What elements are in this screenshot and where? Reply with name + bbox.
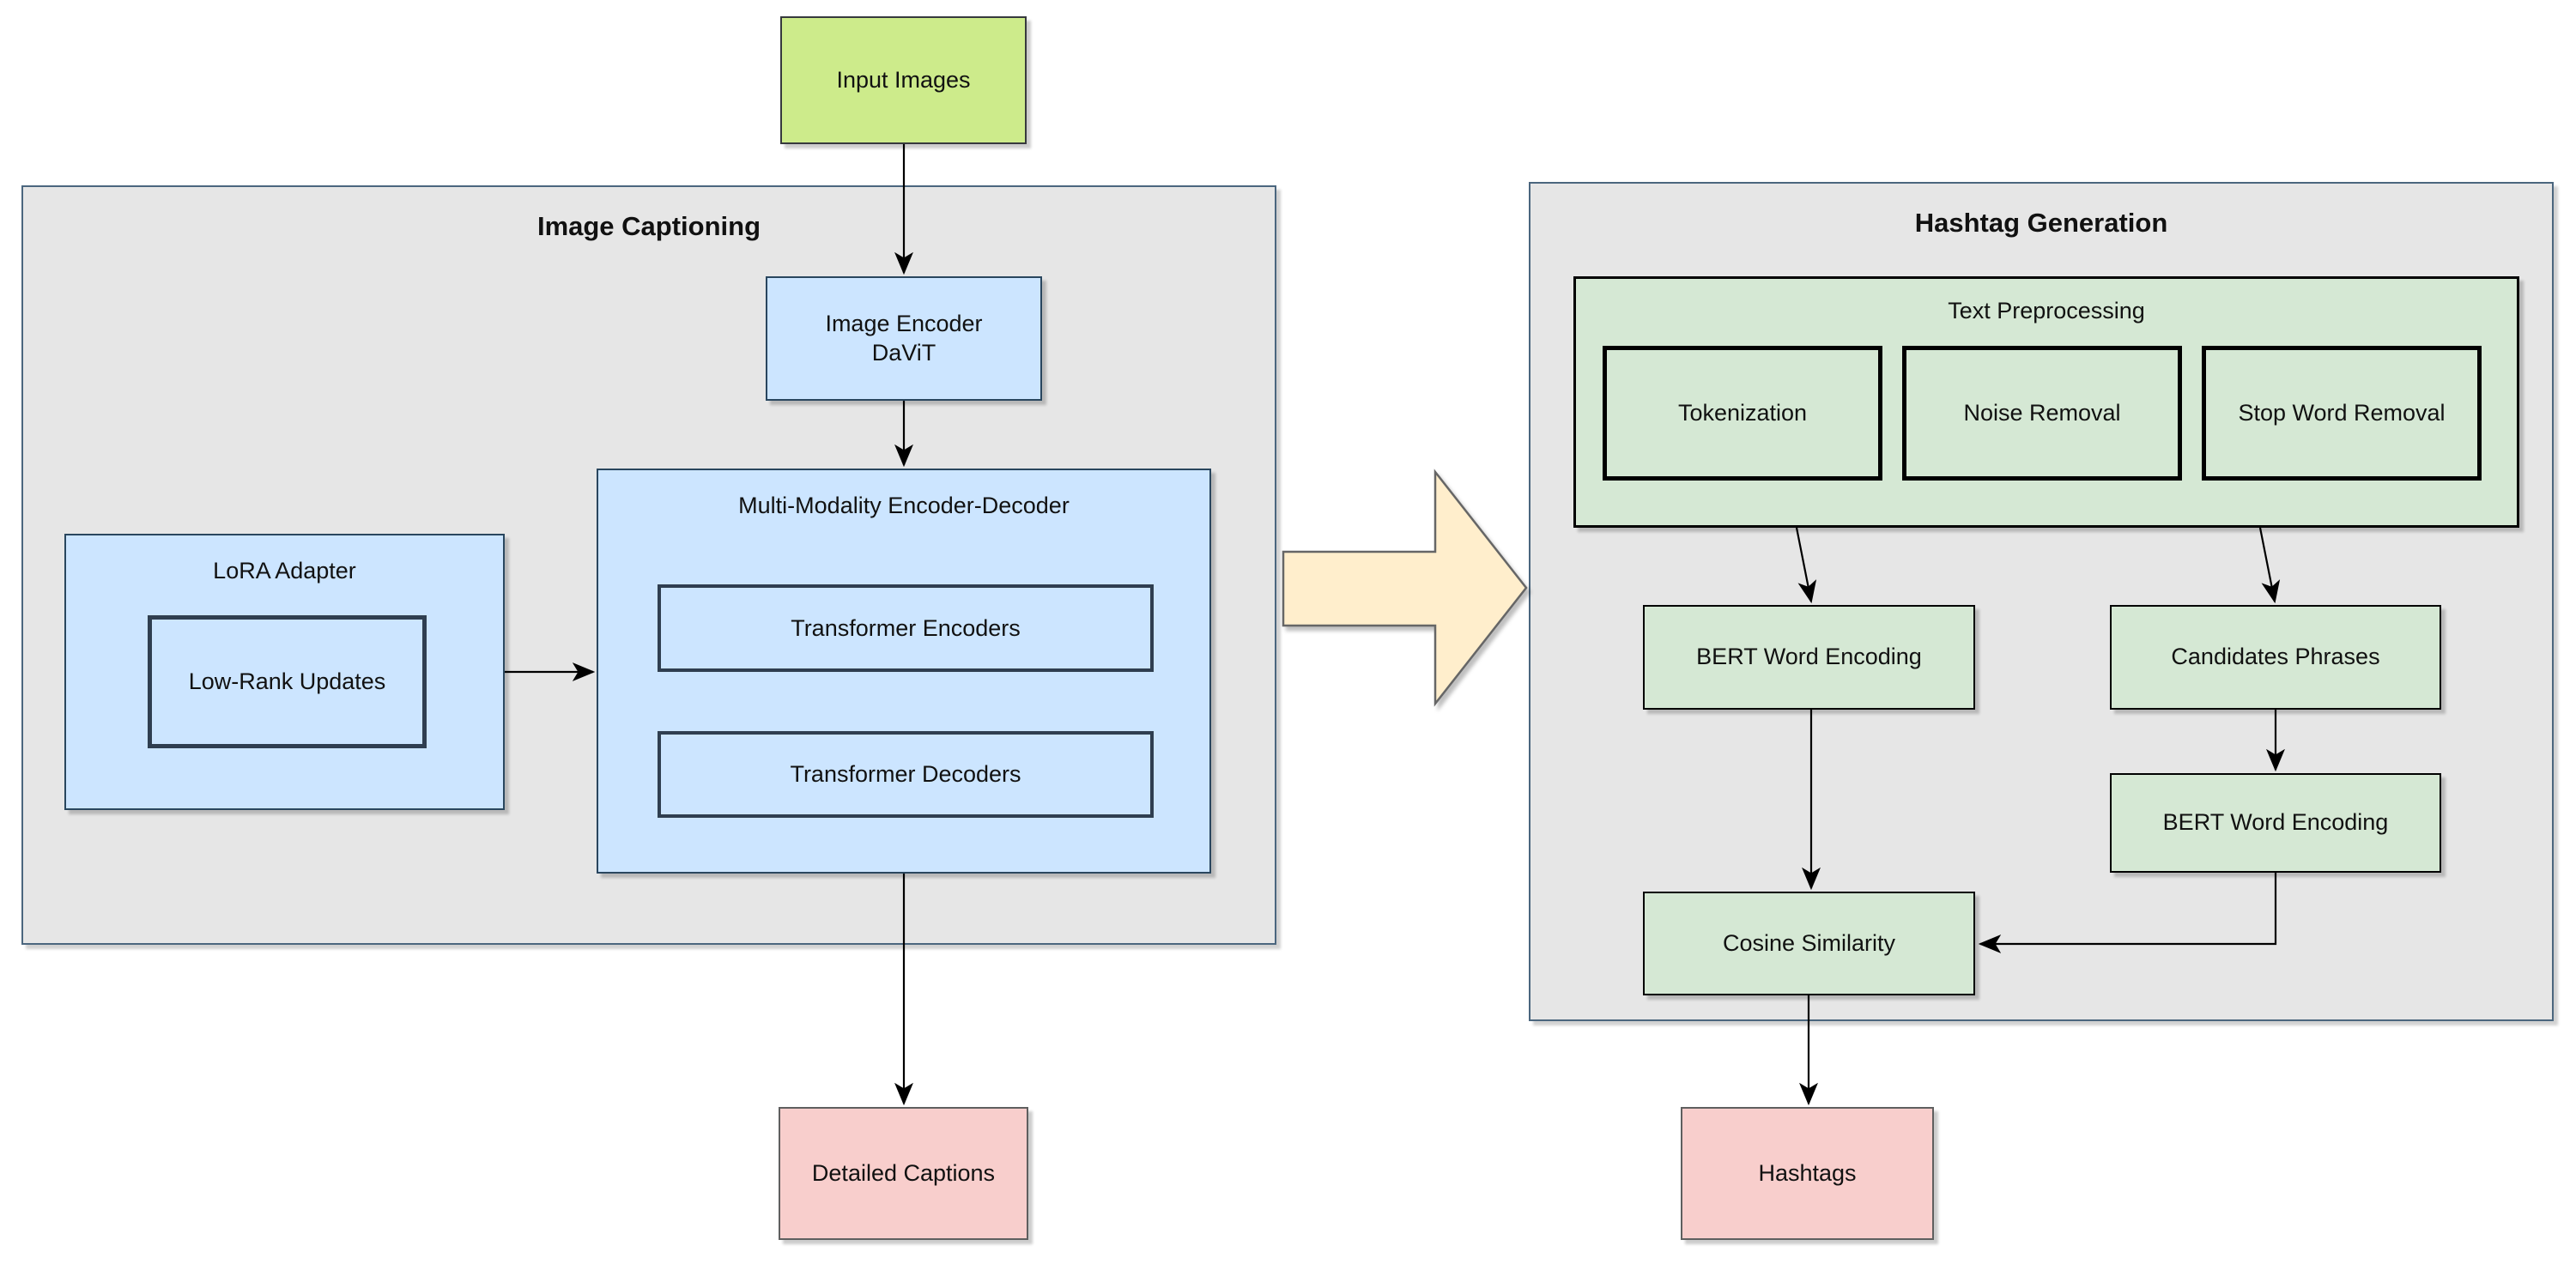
node-multi-modality-title: Multi-Modality Encoder-Decoder: [738, 493, 1070, 518]
node-candidates-phrases-label: Candidates Phrases: [2171, 644, 2380, 670]
node-cosine-similarity-label: Cosine Similarity: [1722, 929, 1896, 956]
node-text-preprocessing: Text Preprocessing Tokenization Noise Re…: [1573, 276, 2519, 528]
node-low-rank-updates-label: Low-Rank Updates: [188, 668, 386, 694]
node-transformer-decoders: Transformer Decoders: [658, 731, 1154, 818]
node-tokenization: Tokenization: [1603, 346, 1882, 481]
node-input-images: Input Images: [780, 16, 1027, 144]
node-text-preprocessing-title: Text Preprocessing: [1948, 298, 2145, 324]
node-stop-word-removal-label: Stop Word Removal: [2238, 400, 2446, 426]
node-lora-adapter: LoRA Adapter Low-Rank Updates: [64, 534, 505, 810]
node-cosine-similarity: Cosine Similarity: [1643, 892, 1975, 995]
node-hashtags: Hashtags: [1681, 1107, 1934, 1240]
node-tokenization-label: Tokenization: [1677, 400, 1808, 426]
node-hashtags-label: Hashtags: [1758, 1159, 1857, 1186]
node-transformer-encoders: Transformer Encoders: [658, 584, 1154, 672]
node-multi-modality-encoder-decoder: Multi-Modality Encoder-Decoder Transform…: [597, 469, 1211, 874]
block-arrow-shape: [1282, 469, 1528, 707]
node-lora-adapter-title: LoRA Adapter: [213, 558, 356, 584]
node-noise-removal: Noise Removal: [1902, 346, 2182, 481]
node-bert-word-encoding-right: BERT Word Encoding: [2110, 773, 2441, 873]
node-image-encoder-davit: Image Encoder DaViT: [766, 276, 1042, 401]
node-noise-removal-label: Noise Removal: [1963, 400, 2121, 426]
node-transformer-decoders-label: Transformer Decoders: [790, 761, 1021, 787]
section-title-hashtag-generation: Hashtag Generation: [1914, 208, 2168, 238]
node-bert-word-encoding-left-label: BERT Word Encoding: [1696, 644, 1922, 670]
node-detailed-captions: Detailed Captions: [779, 1107, 1028, 1240]
node-image-encoder-davit-label: Image Encoder DaViT: [825, 310, 983, 366]
node-bert-word-encoding-left: BERT Word Encoding: [1643, 605, 1975, 710]
section-title-image-captioning: Image Captioning: [536, 211, 761, 241]
node-stop-word-removal: Stop Word Removal: [2202, 346, 2482, 481]
node-detailed-captions-label: Detailed Captions: [811, 1159, 996, 1186]
node-bert-word-encoding-right-label: BERT Word Encoding: [2162, 809, 2389, 836]
node-candidates-phrases: Candidates Phrases: [2110, 605, 2441, 710]
node-input-images-label: Input Images: [836, 66, 971, 93]
node-transformer-encoders-label: Transformer Encoders: [791, 614, 1021, 641]
node-low-rank-updates: Low-Rank Updates: [148, 615, 427, 748]
